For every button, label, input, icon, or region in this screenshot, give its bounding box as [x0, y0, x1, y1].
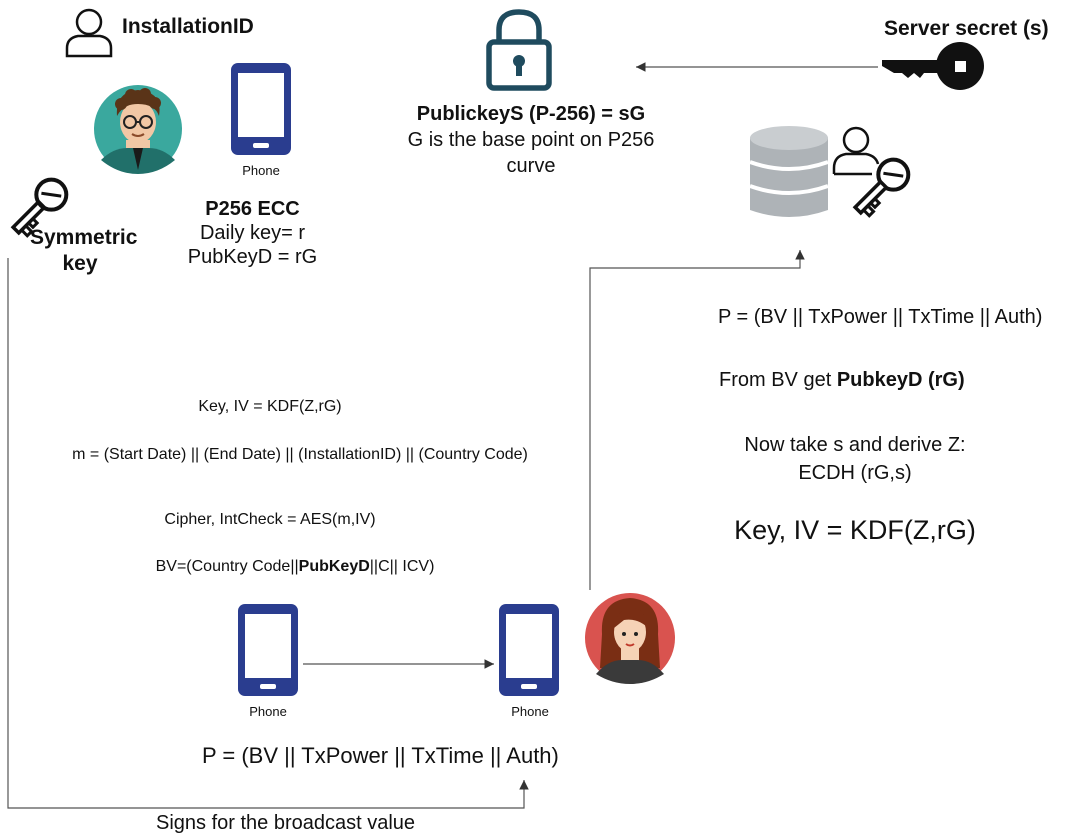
installation-id-label: InstallationID — [122, 15, 254, 38]
symmetric-key-line2: key — [62, 252, 98, 275]
phone-icon — [238, 604, 298, 696]
server-secret-label: Server secret (s) — [884, 17, 1049, 40]
base-point-line2: curve — [506, 155, 556, 177]
from-bv-bold: PubkeyD (rG) — [836, 369, 965, 391]
man-avatar-icon — [94, 85, 182, 174]
user-to-server-arrow — [589, 250, 805, 590]
from-bv-prefix: From BV get — [719, 369, 837, 391]
publickeys-title: PublickeyS (P-256) = sG — [416, 103, 646, 125]
pubkeyd-text: PubKeyD = rG — [187, 246, 318, 268]
publickey-info: PublickeyS (P-256) = sG G is the base po… — [378, 101, 684, 179]
phone-label: Phone — [249, 704, 287, 719]
phone-icon — [499, 604, 559, 696]
p256-title: P256 ECC — [205, 198, 300, 220]
kdf-left-formula: Key, IV = KDF(Z,rG) — [198, 398, 342, 415]
derive-z-text: Now take s and derive Z: ECDH (rG,s) — [700, 431, 1010, 487]
derive-line1: Now take s and derive Z: — [744, 434, 966, 456]
symmetric-key-line1: Symmetric — [30, 226, 138, 249]
key-icon — [882, 42, 984, 90]
cipher-formula-text: Cipher, IntCheck = AES(m,IV) — [164, 511, 376, 528]
p-formula-bottom: P = (BV || TxPower || TxTime || Auth) — [202, 743, 559, 768]
key-icon — [10, 177, 69, 238]
from-bv-text: From BV get PubkeyD (rG) — [719, 369, 965, 392]
p256-info: P256 ECC Daily key= r PubKeyD = rG — [170, 197, 335, 269]
phone-icon — [231, 63, 291, 155]
signs-caption: Signs for the broadcast value — [156, 812, 416, 834]
daily-key-text: Daily key= r — [199, 222, 306, 244]
database-icon — [749, 126, 829, 217]
kdf-right-formula: Key, IV = KDF(Z,rG) — [734, 515, 976, 545]
base-point-line1: G is the base point on P256 — [407, 129, 655, 151]
bv-prefix: BV=(Country Code|| — [155, 558, 299, 575]
user-with-key-icon — [832, 126, 911, 218]
bv-bold: PubKeyD — [298, 558, 370, 575]
signs-broadcast-arrow — [7, 258, 529, 809]
phone-label: Phone — [511, 704, 549, 719]
symmetric-key-label: Symmetric key — [30, 225, 138, 277]
woman-avatar-icon — [585, 593, 675, 684]
bv-suffix: ||C|| ICV) — [369, 558, 435, 575]
p-formula-right: P = (BV || TxPower || TxTime || Auth) — [718, 306, 1043, 328]
bv-formula: BV=(Country Code||PubKeyD||C|| ICV) — [100, 558, 490, 576]
user-outline-icon — [65, 8, 113, 58]
m-formula: m = (Start Date) || (End Date) || (Insta… — [72, 446, 528, 463]
derive-line2: ECDH (rG,s) — [798, 462, 912, 484]
cipher-formula: Cipher, IntCheck = AES(m,IV) — [120, 511, 420, 529]
padlock-icon — [486, 9, 552, 91]
phone-label: Phone — [242, 163, 280, 178]
